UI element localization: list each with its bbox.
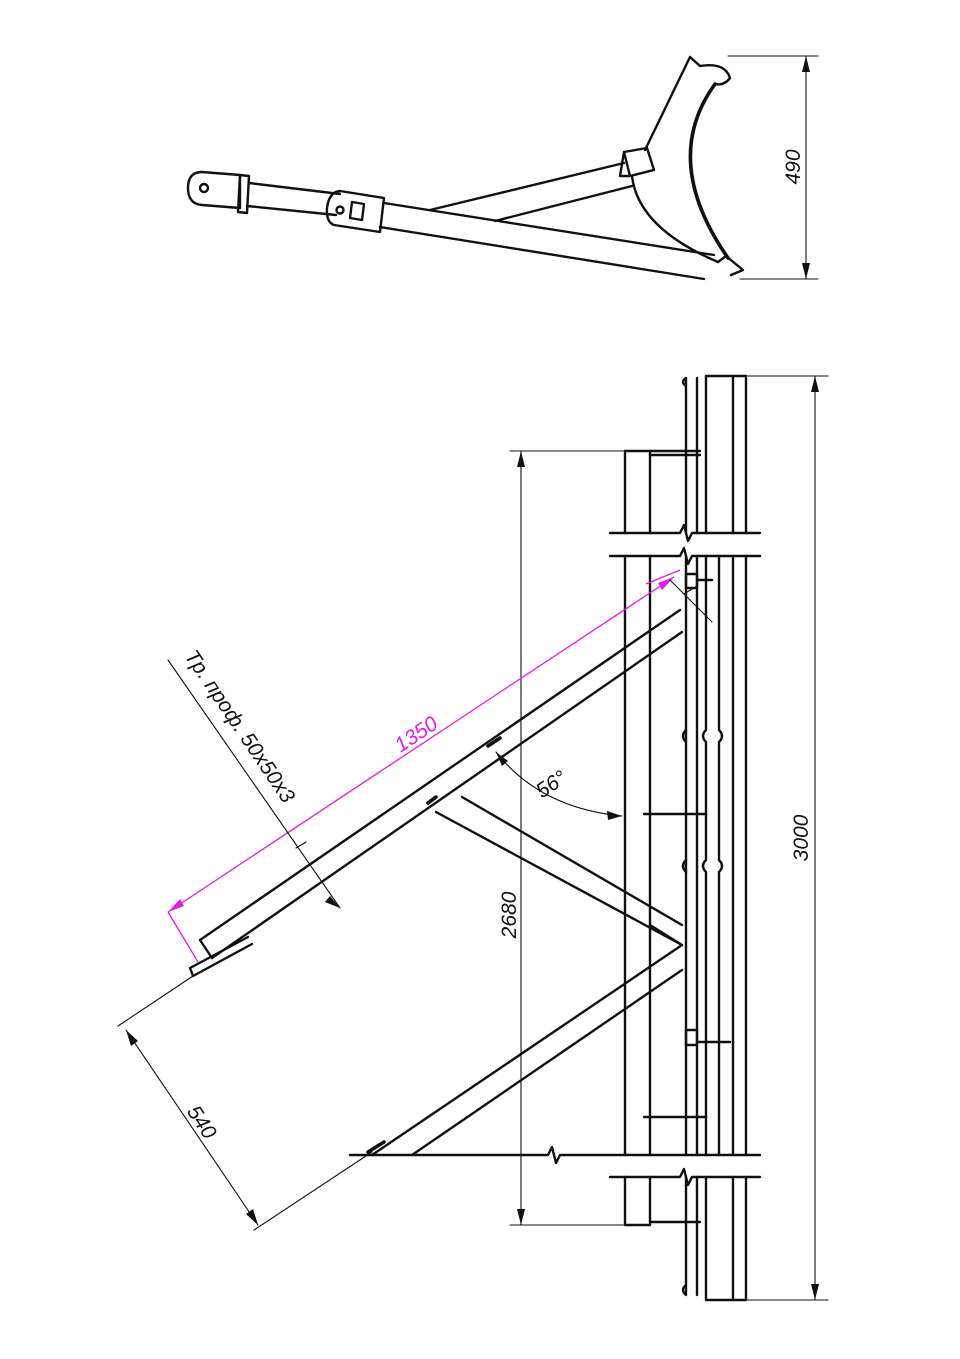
dim-540-label: 540 — [182, 1101, 221, 1143]
frame-middle-section — [623, 554, 748, 1157]
diagonal-brace-top-view — [428, 161, 634, 223]
beam-weld-mark — [486, 736, 502, 748]
profile-callout: Тр. проф. 50х50х3 — [167, 646, 341, 909]
drawbar-tube — [245, 181, 342, 217]
dim-angle-56: 56° — [495, 751, 623, 820]
blade-body — [630, 55, 732, 264]
frame-top-segment — [623, 374, 748, 535]
dim-3000: 3000 — [745, 375, 829, 1301]
profile-callout-label: Тр. проф. 50х50х3 — [180, 646, 299, 808]
beam-cut-mark — [426, 795, 438, 805]
coupling-bolt — [335, 205, 345, 215]
section-mark — [669, 579, 713, 623]
beam-end-plate — [188, 935, 254, 978]
beam-end-cap — [198, 938, 214, 960]
main-beam-top-view — [378, 201, 716, 281]
blade-mount-bracket — [618, 146, 656, 178]
dim-angle-56-label: 56° — [532, 766, 571, 803]
side-view: 3000 2680 1350 540 — [117, 374, 829, 1302]
frame-inner-rail — [701, 554, 708, 1157]
clamp-block-lower — [684, 1028, 732, 1047]
lower-diagonal-beam — [366, 943, 684, 1157]
frame-outer-rail — [623, 554, 652, 1157]
frame-rear-rail — [731, 554, 748, 1157]
coupling-window — [348, 200, 366, 222]
frame-side-notch — [681, 728, 688, 874]
dim-490-extension-lines — [727, 55, 819, 280]
frame-bottom-segment — [623, 1175, 748, 1302]
dim-2680-label: 2680 — [498, 891, 521, 939]
break-lines — [348, 523, 762, 1187]
dim-540: 540 — [117, 973, 373, 1231]
dim-3000-label: 3000 — [790, 814, 813, 861]
dim-490-arrow-top — [802, 56, 810, 72]
hitch-eye-hole — [198, 182, 210, 194]
dim-1350-label: 1350 — [391, 712, 443, 757]
lower-beam-weld — [366, 1140, 386, 1154]
clamp-block-upper — [684, 572, 714, 590]
main-diagonal-beam — [188, 608, 684, 978]
blade-curve — [688, 82, 730, 260]
coupling-clamp — [325, 189, 386, 234]
hitch-sleeve — [236, 173, 251, 215]
dim-2680: 2680 — [498, 450, 626, 1226]
hitch-eye-plate — [186, 170, 242, 210]
blade-tip — [716, 254, 745, 277]
top-view: 490 — [186, 55, 819, 281]
brace-cross — [434, 795, 684, 947]
frame-blade-rail — [684, 554, 699, 1157]
dim-490-arrow-bottom — [802, 263, 810, 279]
dim-490-label: 490 — [782, 149, 805, 184]
